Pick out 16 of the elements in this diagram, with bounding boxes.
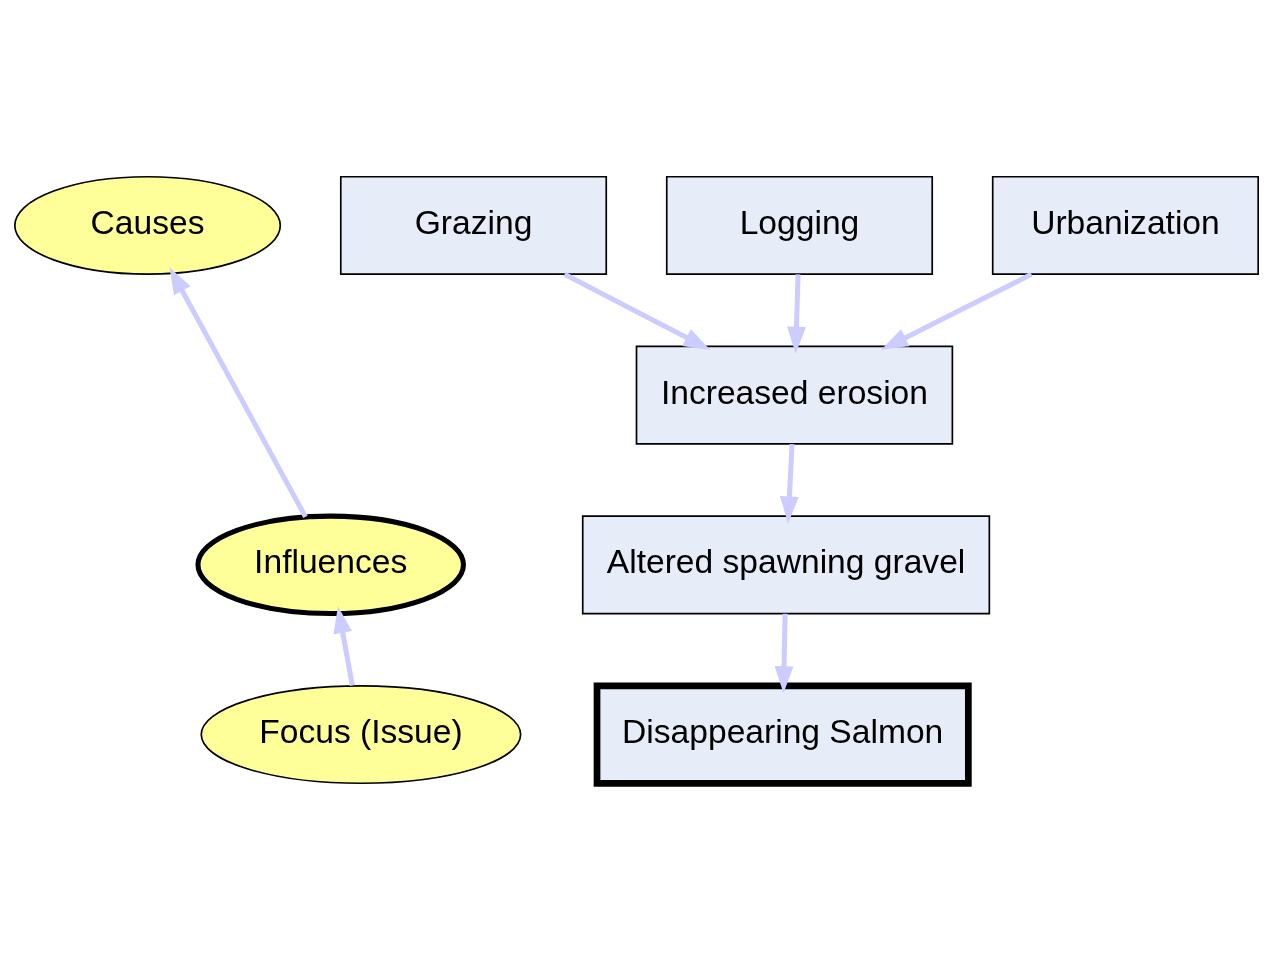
arrow [333,605,355,686]
node-ellipse: Causes [14,175,282,275]
arrow [779,443,799,523]
node-box: Grazing [339,175,608,275]
node-box: Altered spawning gravel [581,514,991,614]
arrow [881,271,1033,350]
node-box: Increased erosion [635,345,954,445]
arrow [563,271,711,350]
node-box: Logging [665,175,934,275]
arrow [774,613,794,693]
node-ellipse: Focus (Issue) [200,684,522,784]
node-box: Disappearing Salmon [593,681,972,787]
arrow [169,266,308,518]
node-ellipse: Influences [195,513,466,616]
node-box: Urbanization [991,175,1259,275]
arrow [787,273,806,354]
